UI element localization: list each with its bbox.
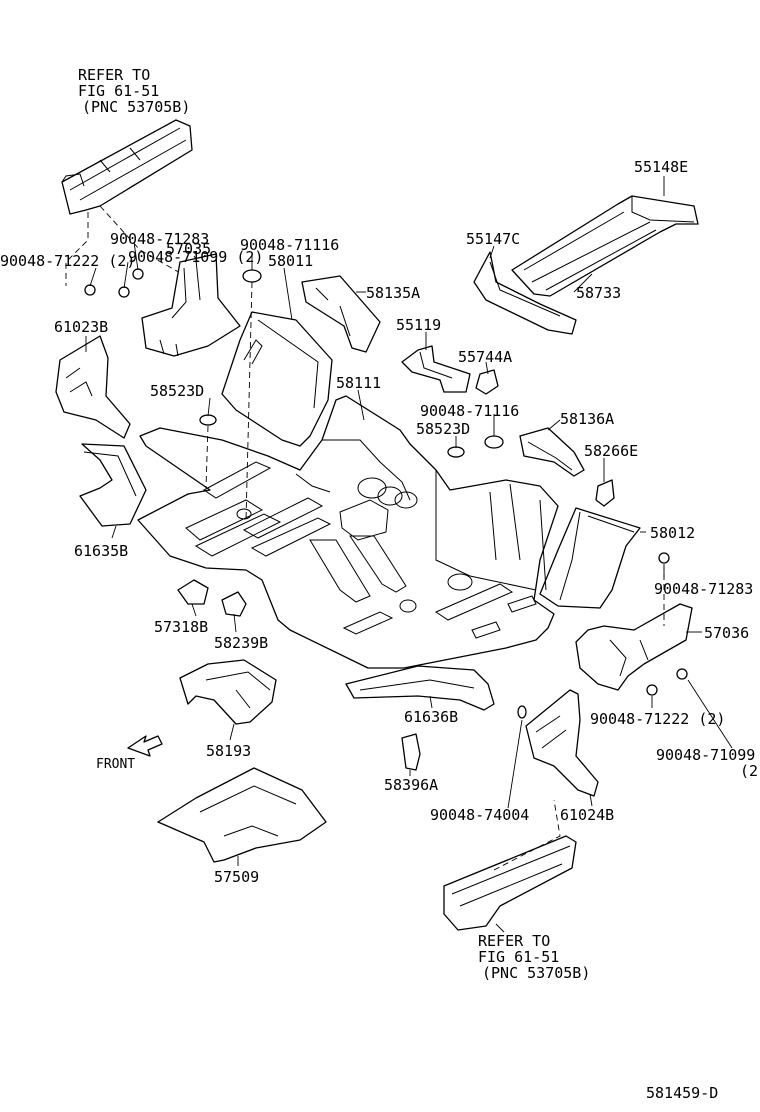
label-90048-71222-b: 90048-71222 (2) [590,710,725,728]
fastener-grommet [199,414,217,426]
bracket-58266E [595,479,615,507]
label-58136A: 58136A [560,410,614,428]
refer-note-bottom-line3: (PNC 53705B) [482,964,590,982]
label-58523D-b: 58523D [416,420,470,438]
clip-55744A [475,369,499,395]
fastener-nut [658,552,670,564]
refer-note-bottom-line2: FIG 61-51 [478,948,559,966]
wheel-liner-61635B [79,443,147,527]
fastener-grommet [447,446,465,458]
label-57035: 57035 [166,240,211,258]
label-57509: 57509 [214,868,259,886]
label-58733: 58733 [576,284,621,302]
label-90048-71116-b: 90048-71116 [420,402,519,420]
label-90048-71099-b-qty: (2) [740,762,760,780]
fastener-clip [517,705,527,719]
label-90048-71222: 90048-71222 (2) [0,252,135,270]
cover-58193 [179,659,277,725]
label-58523D: 58523D [150,382,204,400]
fastener-grommet [484,435,504,449]
label-58239B: 58239B [214,634,268,652]
fastener-grommet [242,269,262,283]
label-58111: 58111 [336,374,381,392]
rear-panel-55148E [511,195,699,297]
bracket-57318B [177,579,209,605]
label-90048-71283: 90048-71283 [110,230,209,248]
label-90048-71116: 90048-71116 [240,236,339,254]
bracket-58239B [221,591,247,617]
bracket-57035 [141,253,241,357]
label-55119: 55119 [396,316,441,334]
frame-rail-front-left [61,119,193,215]
label-58193: 58193 [206,742,251,760]
floor-panel-58011 [221,311,333,447]
refer-note-top-line2: FIG 61-51 [78,82,159,100]
label-90048-71099: 90048-71099 (2) [128,248,263,266]
frame-rail-rear-right [443,835,577,931]
label-61635B: 61635B [74,542,128,560]
main-floor-pan-58111 [137,395,559,669]
refer-note-top-line1: REFER TO [78,66,150,84]
label-58266E: 58266E [584,442,638,460]
label-58012: 58012 [650,524,695,542]
refer-note-bottom-line1: REFER TO [478,932,550,950]
fastener-nut [118,286,130,298]
fastener-nut [132,268,144,280]
label-90048-74004: 90048-74004 [430,806,529,824]
floor-panel-58012 [539,507,641,609]
bracket-57036 [575,603,693,691]
wheel-liner-61636B [345,665,495,711]
label-55147C: 55147C [466,230,520,248]
cover-57509 [157,767,327,863]
label-61023B: 61023B [54,318,108,336]
label-57318B: 57318B [154,618,208,636]
bracket-58136A [519,427,585,477]
leader-lines [85,176,733,933]
wheelhouse-inner-61023B [55,335,131,439]
bracket-58396A [401,733,421,771]
front-direction-arrow-icon [127,735,163,757]
label-57036: 57036 [704,624,749,642]
bracket-55119 [401,345,471,393]
label-61636B: 61636B [404,708,458,726]
label-90048-71099-b: 90048-71099 [656,746,755,764]
fastener-nut [676,668,688,680]
front-label: FRONT [96,757,135,772]
label-58396A: 58396A [384,776,438,794]
diagram-id: 581459-D [646,1084,718,1102]
rear-crossmember-55147C [473,251,577,335]
label-90048-71283-b: 90048-71283 [654,580,753,598]
refer-note-top-line3: (PNC 53705B) [82,98,190,116]
label-55148E: 55148E [634,158,688,176]
label-55744A: 55744A [458,348,512,366]
wheelhouse-inner-61024B [525,689,599,797]
bracket-58135A [301,275,381,353]
label-58011: 58011 [268,252,313,270]
label-58135A: 58135A [366,284,420,302]
fastener-nut [646,684,658,696]
label-61024B: 61024B [560,806,614,824]
fastener-nut [84,284,96,296]
